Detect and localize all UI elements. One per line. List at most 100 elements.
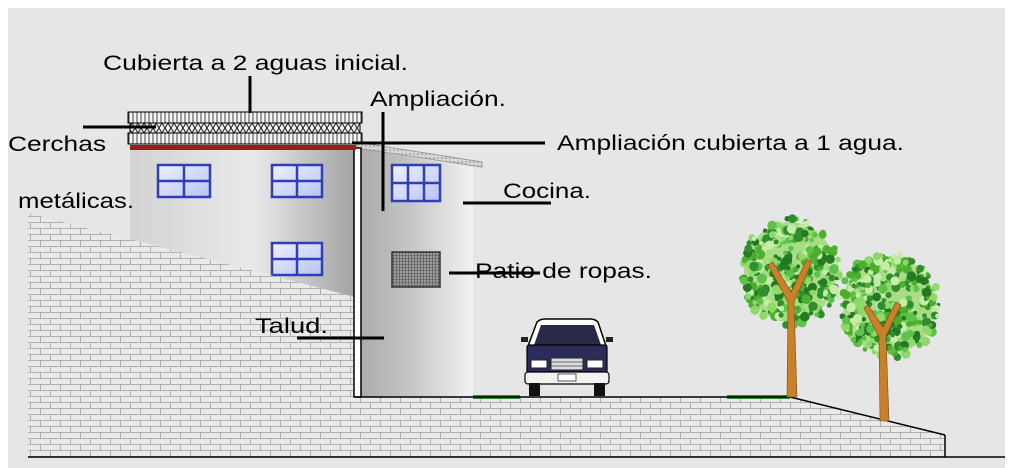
slope-ground-hatch — [28, 213, 945, 457]
tree-leaf-cluster — [894, 317, 902, 325]
tree-leaf-cluster — [759, 241, 763, 245]
tree-leaf-cluster — [808, 301, 818, 311]
car-wheel-left — [529, 383, 540, 396]
tree-leaf-cluster — [746, 240, 753, 246]
tree-leaf-cluster — [893, 257, 901, 265]
tree-leaf-cluster — [935, 313, 940, 319]
tree-leaf-cluster — [798, 253, 806, 261]
tree-right-trunk — [863, 301, 902, 422]
tree-leaf-cluster — [847, 330, 853, 336]
car-grille-bars — [551, 361, 583, 367]
tree-leaf-cluster — [885, 292, 892, 299]
tree-leaf-cluster — [809, 252, 818, 262]
car-mirror-left — [521, 337, 528, 342]
tree-leaf-cluster — [762, 296, 767, 301]
tree-leaf-cluster — [841, 277, 849, 285]
tree-leaf-cluster — [828, 264, 839, 274]
tree-leaf-cluster — [912, 285, 920, 293]
ground-lines — [28, 396, 1005, 458]
tree-leaf-cluster — [809, 289, 816, 296]
tree-leaf-cluster — [819, 278, 828, 287]
tree-leaf-cluster — [775, 221, 782, 228]
car-mirror-right — [606, 337, 613, 342]
tree-leaf-cluster — [917, 320, 923, 325]
tree-leaf-cluster — [756, 297, 764, 306]
tree-leaf-cluster — [906, 320, 913, 327]
tree-left-trunk — [767, 258, 813, 398]
tree-leaf-cluster — [911, 279, 918, 286]
tree-leaf-cluster — [928, 293, 938, 302]
tree-leaf-cluster — [747, 276, 754, 283]
tree-leaf-cluster — [774, 296, 780, 302]
tree-leaf-cluster — [857, 304, 867, 315]
tree-leaf-cluster — [835, 256, 841, 263]
tree-leaf-cluster — [796, 264, 801, 269]
metal-truss-band — [129, 122, 361, 134]
tree-leaf-cluster — [898, 345, 903, 350]
tree-leaf-cluster — [842, 316, 850, 325]
tree-right-crown — [835, 252, 941, 362]
tree-leaf-cluster — [744, 244, 753, 253]
label-cocina: Cocina. — [503, 180, 591, 203]
tree-leaf-cluster — [828, 274, 836, 282]
tree-leaf-cluster — [881, 261, 890, 271]
tree-leaf-cluster — [897, 323, 903, 329]
tree-leaf-cluster — [814, 271, 821, 278]
window-upper-left — [156, 163, 212, 199]
tree-leaf-cluster — [799, 303, 804, 308]
tree-leaf-cluster — [887, 345, 893, 351]
tree-leaf-cluster — [853, 298, 859, 303]
car-grille — [550, 357, 584, 371]
tree-leaf-cluster — [902, 259, 909, 266]
tree-leaf-cluster — [905, 300, 914, 309]
tree-leaf-cluster — [764, 240, 775, 250]
tree-leaf-cluster — [891, 254, 897, 259]
tree-leaf-cluster — [834, 276, 839, 281]
tree-leaf-cluster — [929, 300, 935, 306]
tree-leaf-cluster — [846, 271, 854, 279]
tree-leaf-cluster — [759, 274, 763, 278]
tree-leaf-cluster — [788, 245, 794, 251]
tree-leaf-cluster — [816, 267, 821, 272]
tree-leaf-cluster — [776, 256, 782, 261]
tree-leaf-cluster — [906, 271, 917, 282]
tree-leaf-cluster — [922, 325, 930, 333]
tree-leaf-cluster — [762, 228, 768, 233]
car-headlight-right — [586, 359, 604, 369]
tree-leaf-cluster — [812, 232, 818, 238]
tree-leaf-cluster — [919, 277, 928, 286]
tree-leaf-cluster — [782, 255, 793, 265]
tree-leaf-cluster — [825, 254, 835, 264]
tree-leaf-cluster — [874, 267, 880, 273]
tree-leaf-cluster — [862, 347, 868, 352]
tree-leaf-cluster — [873, 279, 881, 287]
tree-leaf-cluster — [855, 292, 861, 298]
tree-leaf-cluster — [778, 305, 785, 312]
car-front-view — [521, 318, 613, 396]
tree-leaf-cluster — [783, 250, 788, 255]
kitchen-window — [390, 163, 442, 203]
ground-slope-line — [789, 396, 946, 436]
tree-leaf-cluster — [887, 349, 894, 355]
tree-leaf-cluster — [767, 302, 777, 312]
tree-leaf-cluster — [819, 309, 824, 315]
tree-leaf-cluster — [901, 315, 906, 321]
tree-leaf-cluster — [921, 287, 932, 298]
tree-leaf-cluster — [785, 268, 795, 278]
tree-leaf-cluster — [749, 261, 759, 271]
tree-leaf-cluster — [863, 295, 867, 300]
tree-leaf-cluster — [933, 305, 940, 312]
tree-leaf-cluster — [748, 270, 755, 278]
tree-leaf-cluster — [906, 329, 914, 338]
tree-leaf-cluster — [788, 214, 797, 224]
tree-leaf-cluster — [786, 224, 797, 234]
tree-leaf-cluster — [898, 304, 908, 314]
tree-leaf-cluster — [863, 274, 872, 284]
tree-leaf-cluster — [860, 322, 866, 328]
tree-leaf-cluster — [800, 311, 810, 322]
tree-leaf-cluster — [855, 295, 865, 305]
tree-leaf-cluster — [800, 229, 809, 238]
tree-leaf-cluster — [793, 232, 804, 243]
tree-leaf-cluster — [742, 283, 752, 292]
tree-leaf-cluster — [872, 252, 881, 261]
